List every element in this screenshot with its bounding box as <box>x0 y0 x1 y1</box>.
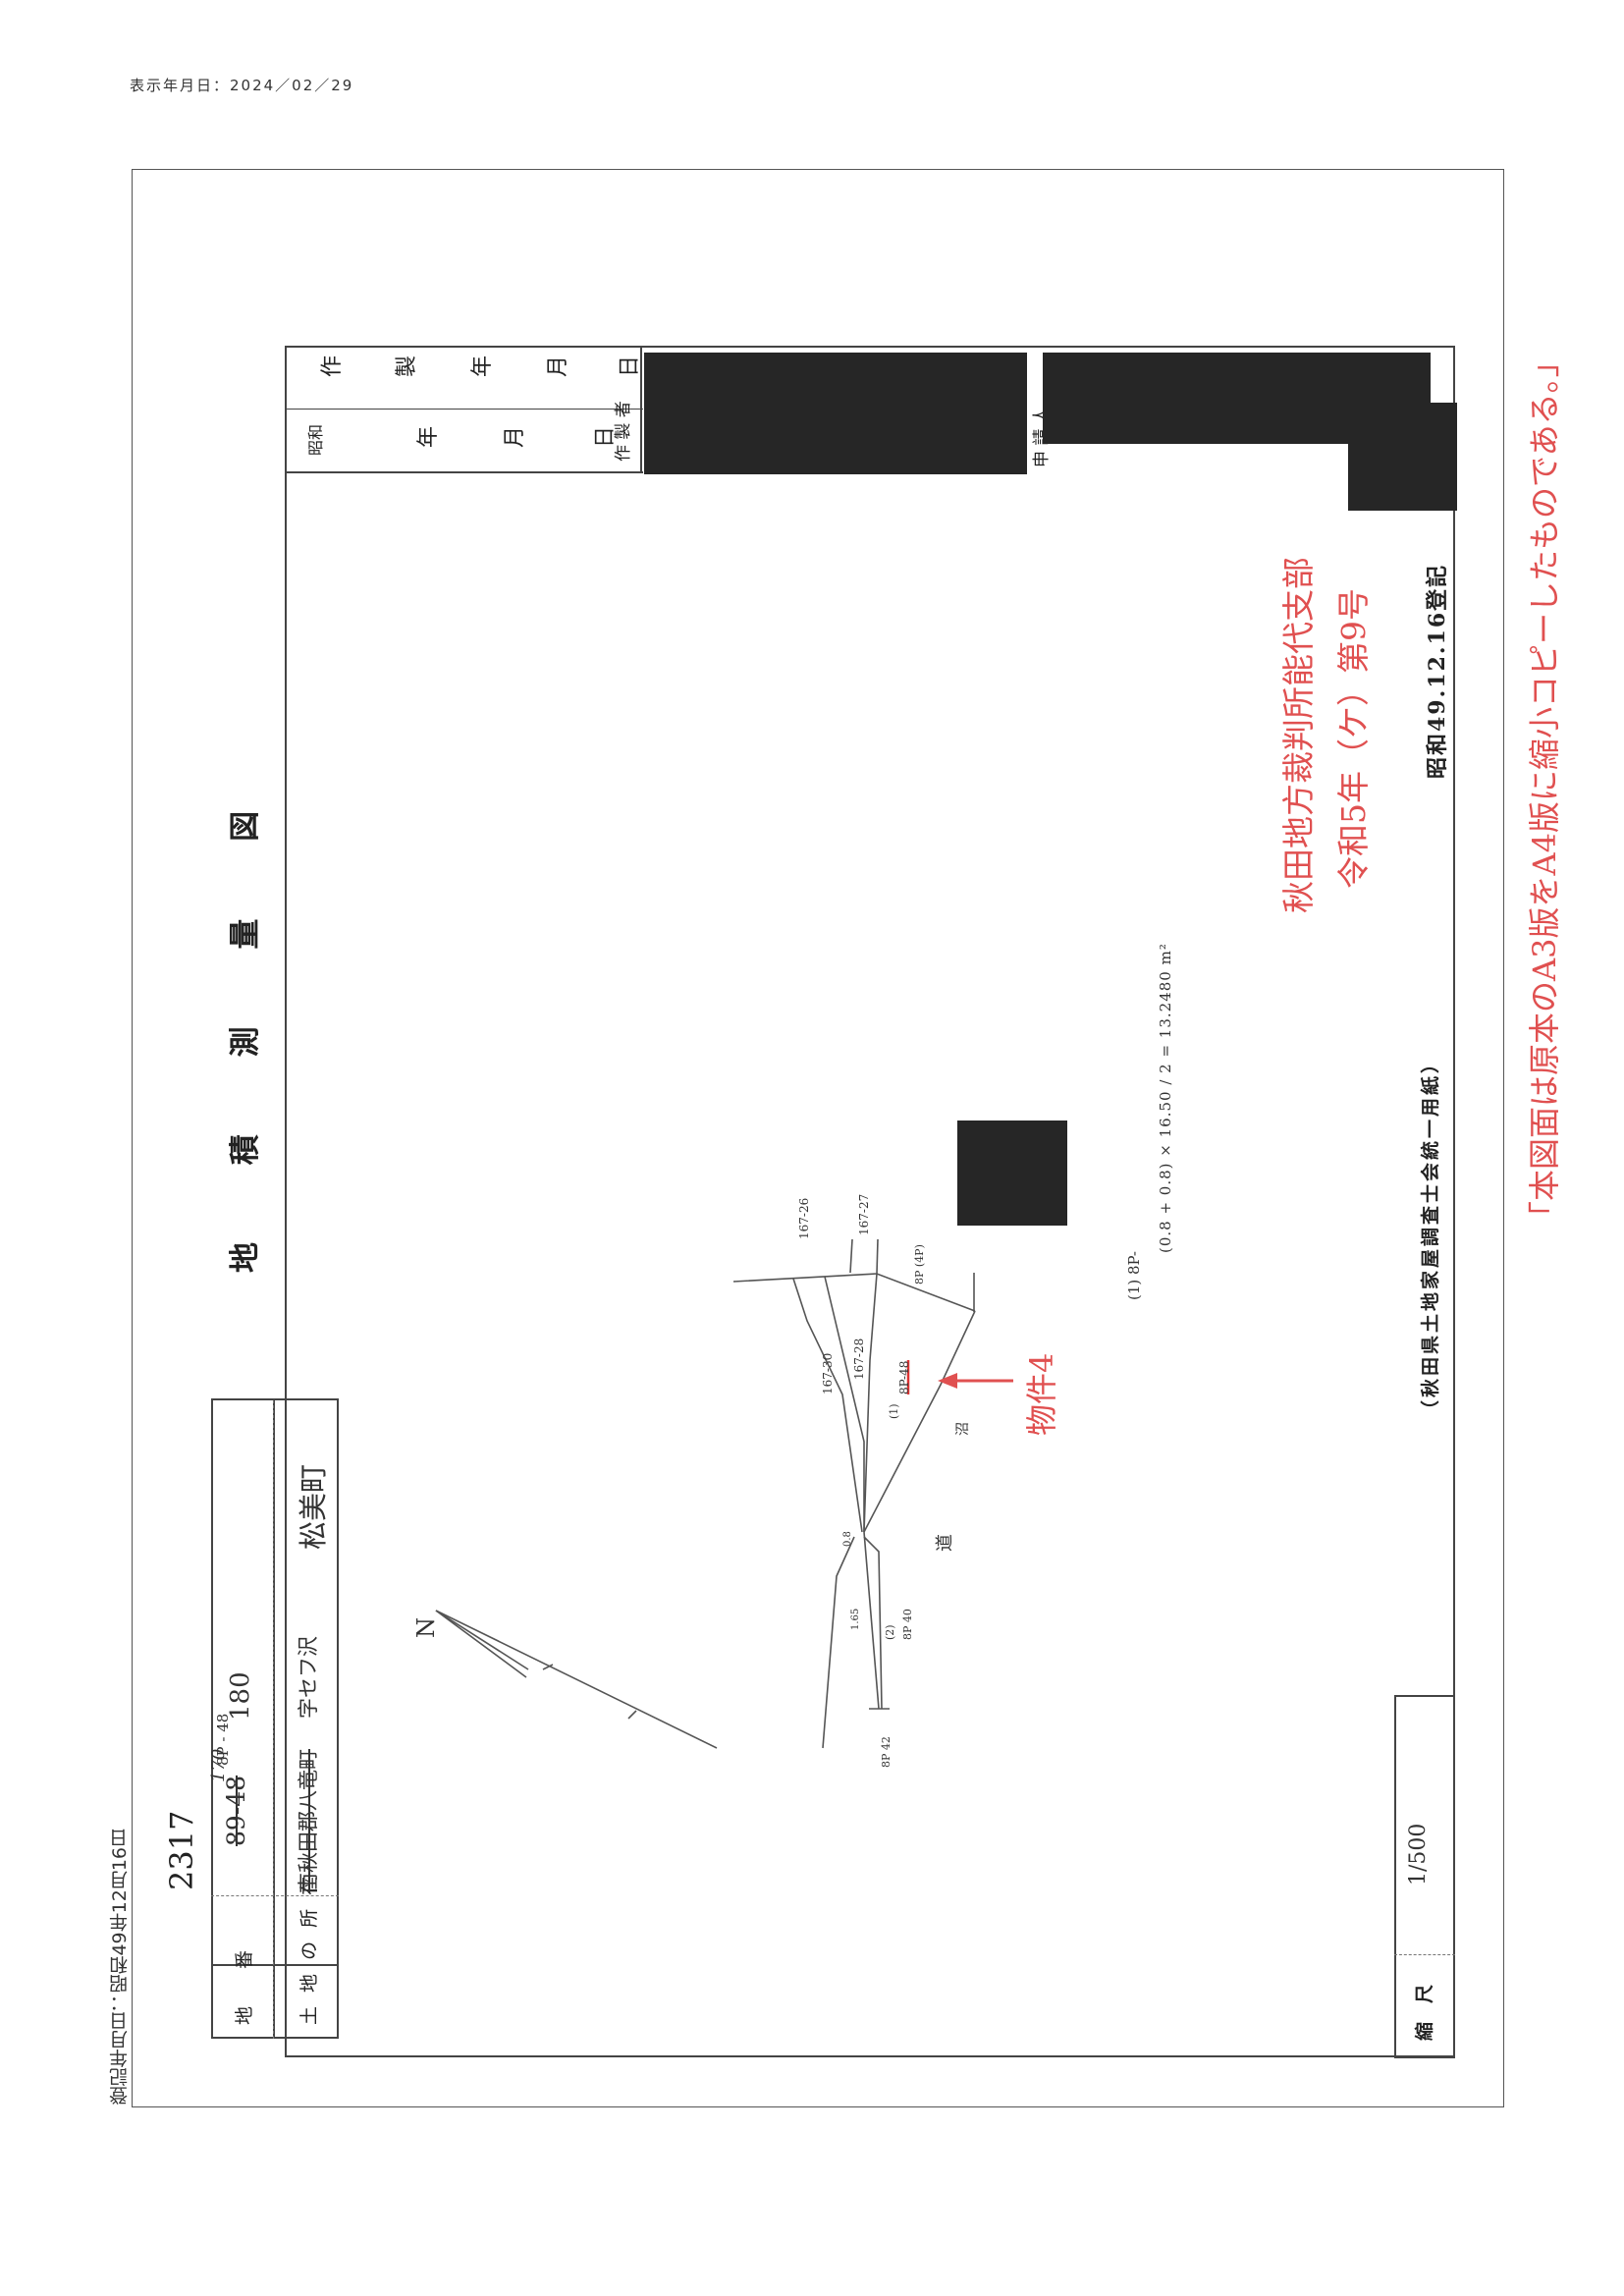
map-val-08: 0.8 <box>842 1531 853 1547</box>
north-mark: N <box>412 1617 440 1638</box>
scale-table <box>1394 1695 1455 2058</box>
map-label-167-27: 167-27 <box>857 1193 871 1235</box>
top-table: 作 製 年 月 日 昭和 年 月 日 <box>285 346 643 473</box>
map-road-char: 道 <box>935 1534 955 1552</box>
map-label-167-30: 167-30 <box>821 1352 835 1394</box>
map-pond-char: 沼 <box>955 1422 971 1436</box>
map-val-165: 1.65 <box>850 1608 861 1630</box>
redaction-maker <box>644 353 1027 474</box>
map-label-8p-42: 8P 42 <box>880 1736 893 1768</box>
property-arrow <box>906 1360 1013 1394</box>
map-point-1: (1) <box>888 1403 900 1419</box>
map-label-8p-48: 8P-48 <box>897 1360 911 1394</box>
redaction-applicant-2 <box>1348 403 1457 511</box>
map-label-167-28: 167-28 <box>852 1338 866 1380</box>
document-frame <box>132 169 1504 2107</box>
display-date: 表示年月日：2024／02／29 <box>130 77 354 94</box>
redaction-seal <box>957 1121 1067 1226</box>
map-label-8p-4p: 8P (4P) <box>913 1244 926 1285</box>
map-label-167-26: 167-26 <box>797 1197 811 1239</box>
map-point-2: (2) <box>884 1624 896 1640</box>
map-label-8p-40: 8P 40 <box>901 1609 914 1640</box>
drawing-border <box>285 346 1455 2057</box>
